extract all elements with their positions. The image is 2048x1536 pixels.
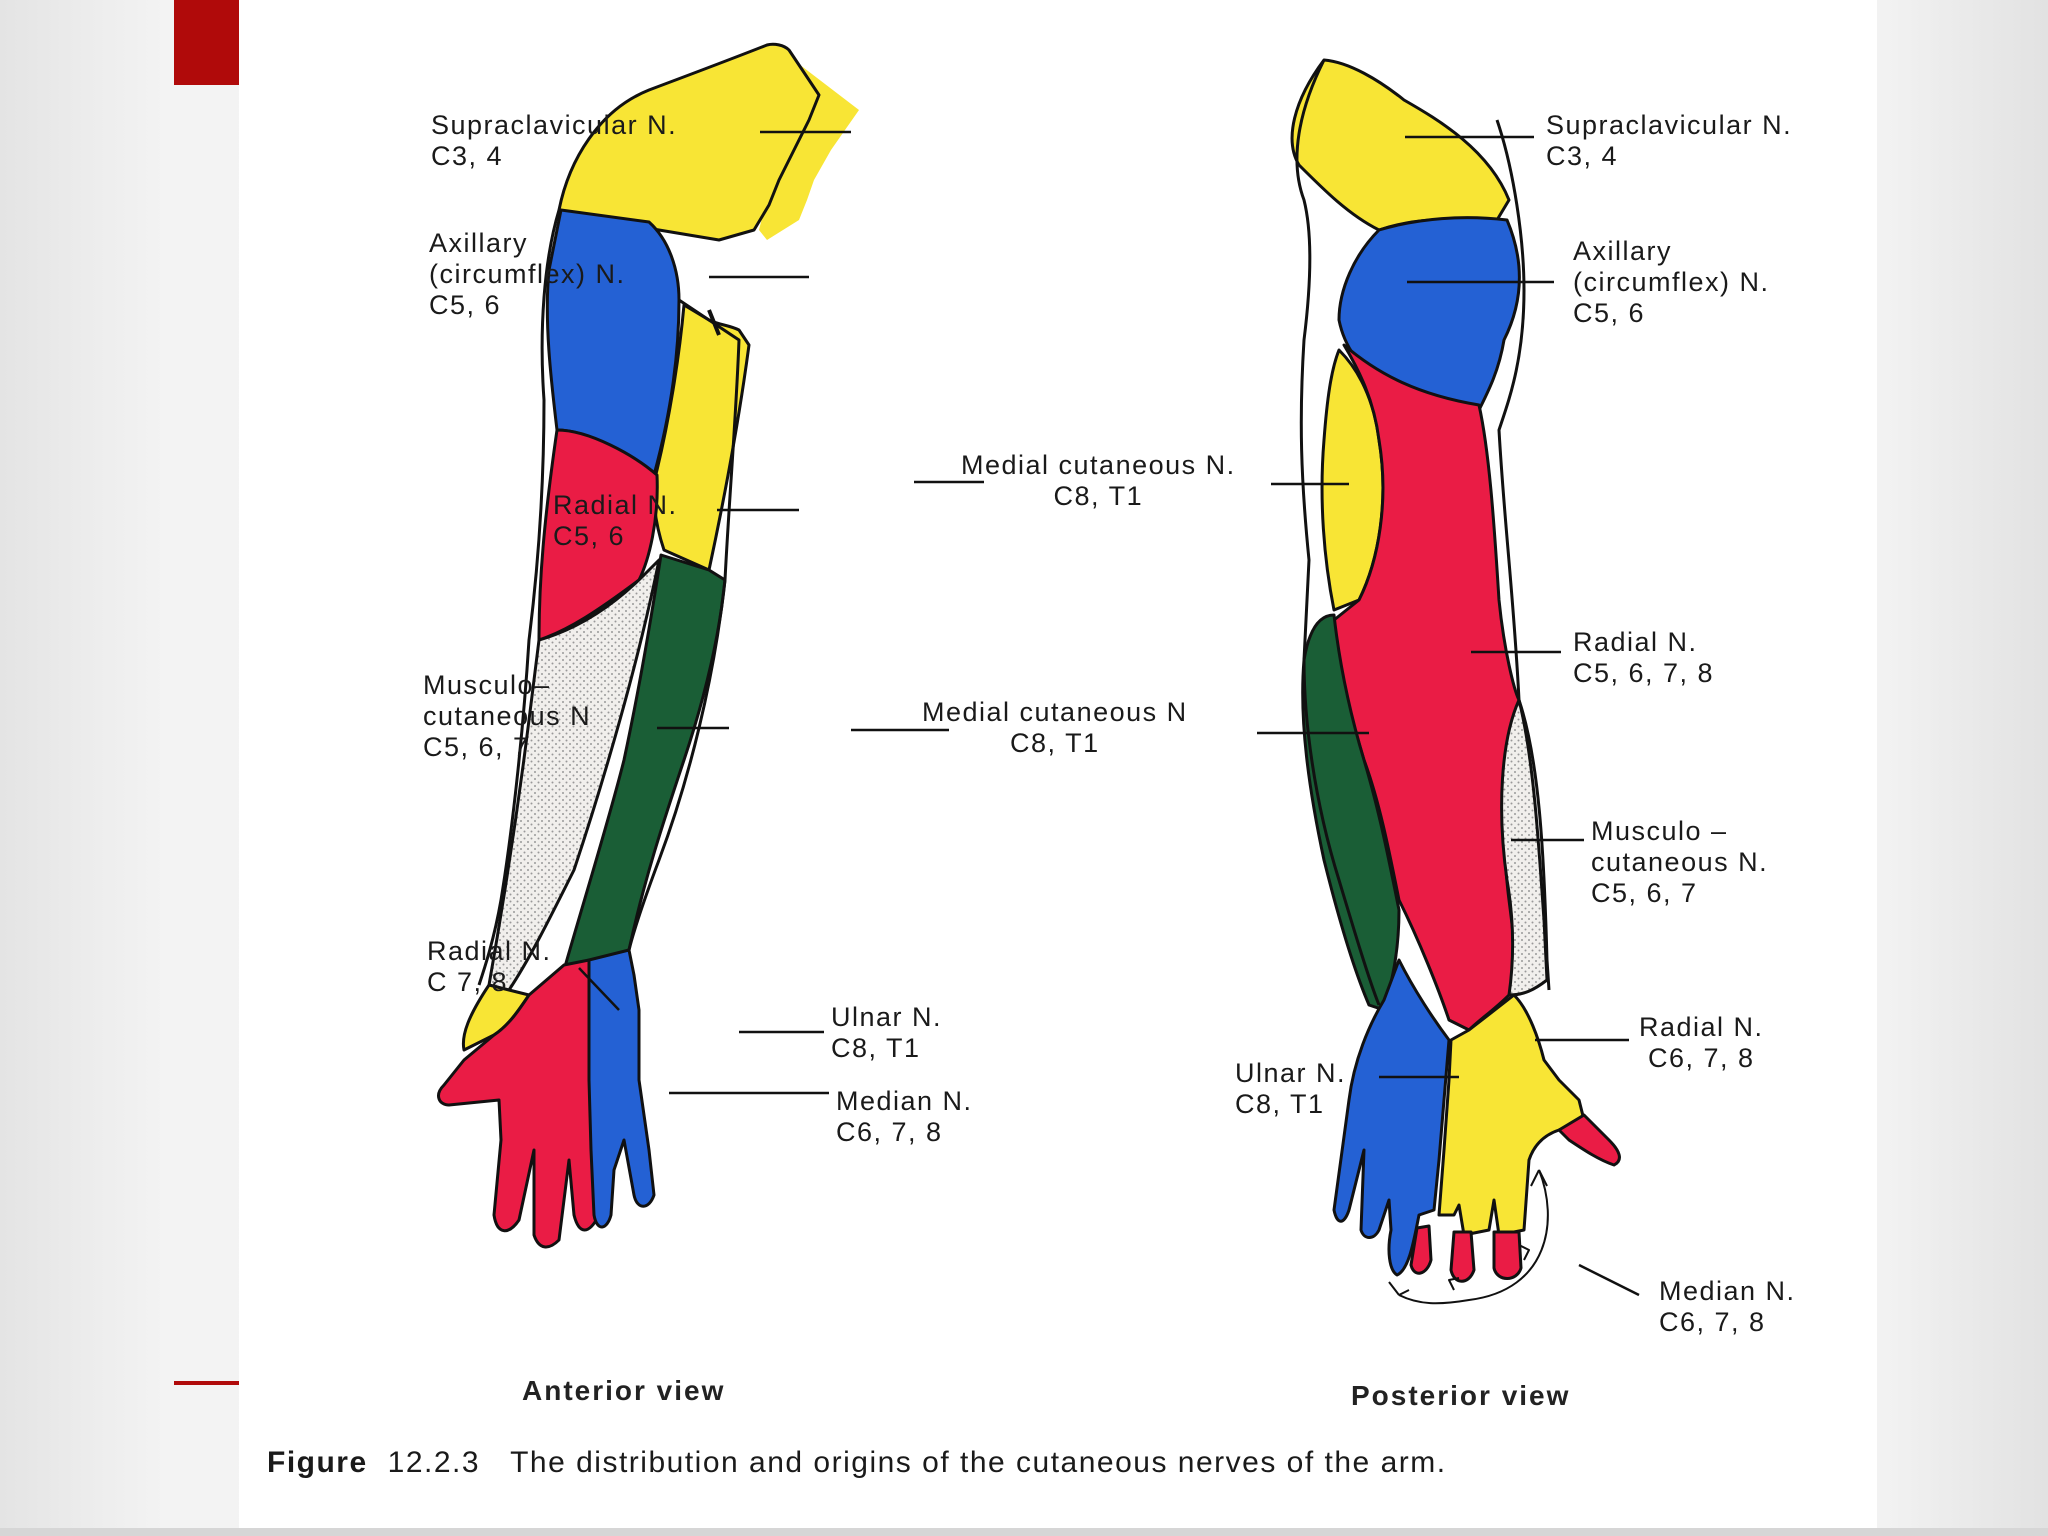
posterior-radial-hand-region [1437,993,1586,1237]
figure-word: Figure [267,1446,368,1479]
posterior-median-label: Median N. C6, 7, 8 [1659,1276,1796,1337]
posterior-median-region [1557,1113,1621,1167]
anterior-radial-upper-label: Radial N. C5, 6 [553,490,678,551]
anterior-supraclavicular-label: Supraclavicular N. C3, 4 [431,110,678,171]
anterior-axillary-label: Axillary (circumflex) N. C5, 6 [429,228,626,320]
posterior-ulnar-region [1332,958,1451,1277]
posterior-axillary-label: Axillary (circumflex) N. C5, 6 [1573,236,1770,328]
anterior-radial-wrist-label: Radial N. C 7, 8 [427,936,552,997]
posterior-radial-hand-label: Radial N. C6, 7, 8 [1639,1012,1764,1073]
anterior-median-region [437,958,601,1249]
posterior-view-title: Posterior view [1351,1380,1571,1411]
medial-cutaneous-upper-label: Medial cutaneous N. C8, T1 [961,450,1236,511]
anterior-musculocutaneous-region [487,558,661,992]
anterior-median-label: Median N. C6, 7, 8 [836,1086,973,1147]
figure-number: 12.2.3 [387,1446,481,1479]
figure-caption: Figure 12.2.3 The distribution and origins… [267,1446,1447,1480]
posterior-arm [1290,58,1621,1305]
arm-dermatome-diagram [437,42,1640,1305]
medial-cutaneous-lower-label: Medial cutaneous N C8, T1 [922,697,1188,758]
slide-bottom-strip [0,1528,2048,1536]
leader-lines [578,130,1640,1297]
posterior-supraclavicular-label: Supraclavicular N. C3, 4 [1546,110,1793,171]
anterior-ulnar-region [587,948,656,1229]
slide-accent-line [174,1381,244,1385]
posterior-supraclavicular-region [1290,58,1511,232]
slide-accent-block [174,0,239,85]
caption-text: The distribution and origins of the cuta… [510,1446,1447,1479]
posterior-musculocutaneous-label: Musculo – cutaneous N. C5, 6, 7 [1591,816,1769,908]
posterior-musculocutaneous-region [1500,698,1549,997]
posterior-ulnar-label: Ulnar N. C8, T1 [1235,1058,1347,1119]
anterior-musculocutaneous-label: Musculo– cutaneous N C5, 6, 7 [423,670,592,762]
figure-panel: Supraclavicular N. C3, 4 Axillary (circu… [239,0,1877,1528]
anterior-arm [437,42,859,1249]
anterior-view-title: Anterior view [522,1375,726,1406]
posterior-radial-arm-label: Radial N. C5, 6, 7, 8 [1573,627,1715,688]
anterior-ulnar-label: Ulnar N. C8, T1 [831,1002,943,1063]
